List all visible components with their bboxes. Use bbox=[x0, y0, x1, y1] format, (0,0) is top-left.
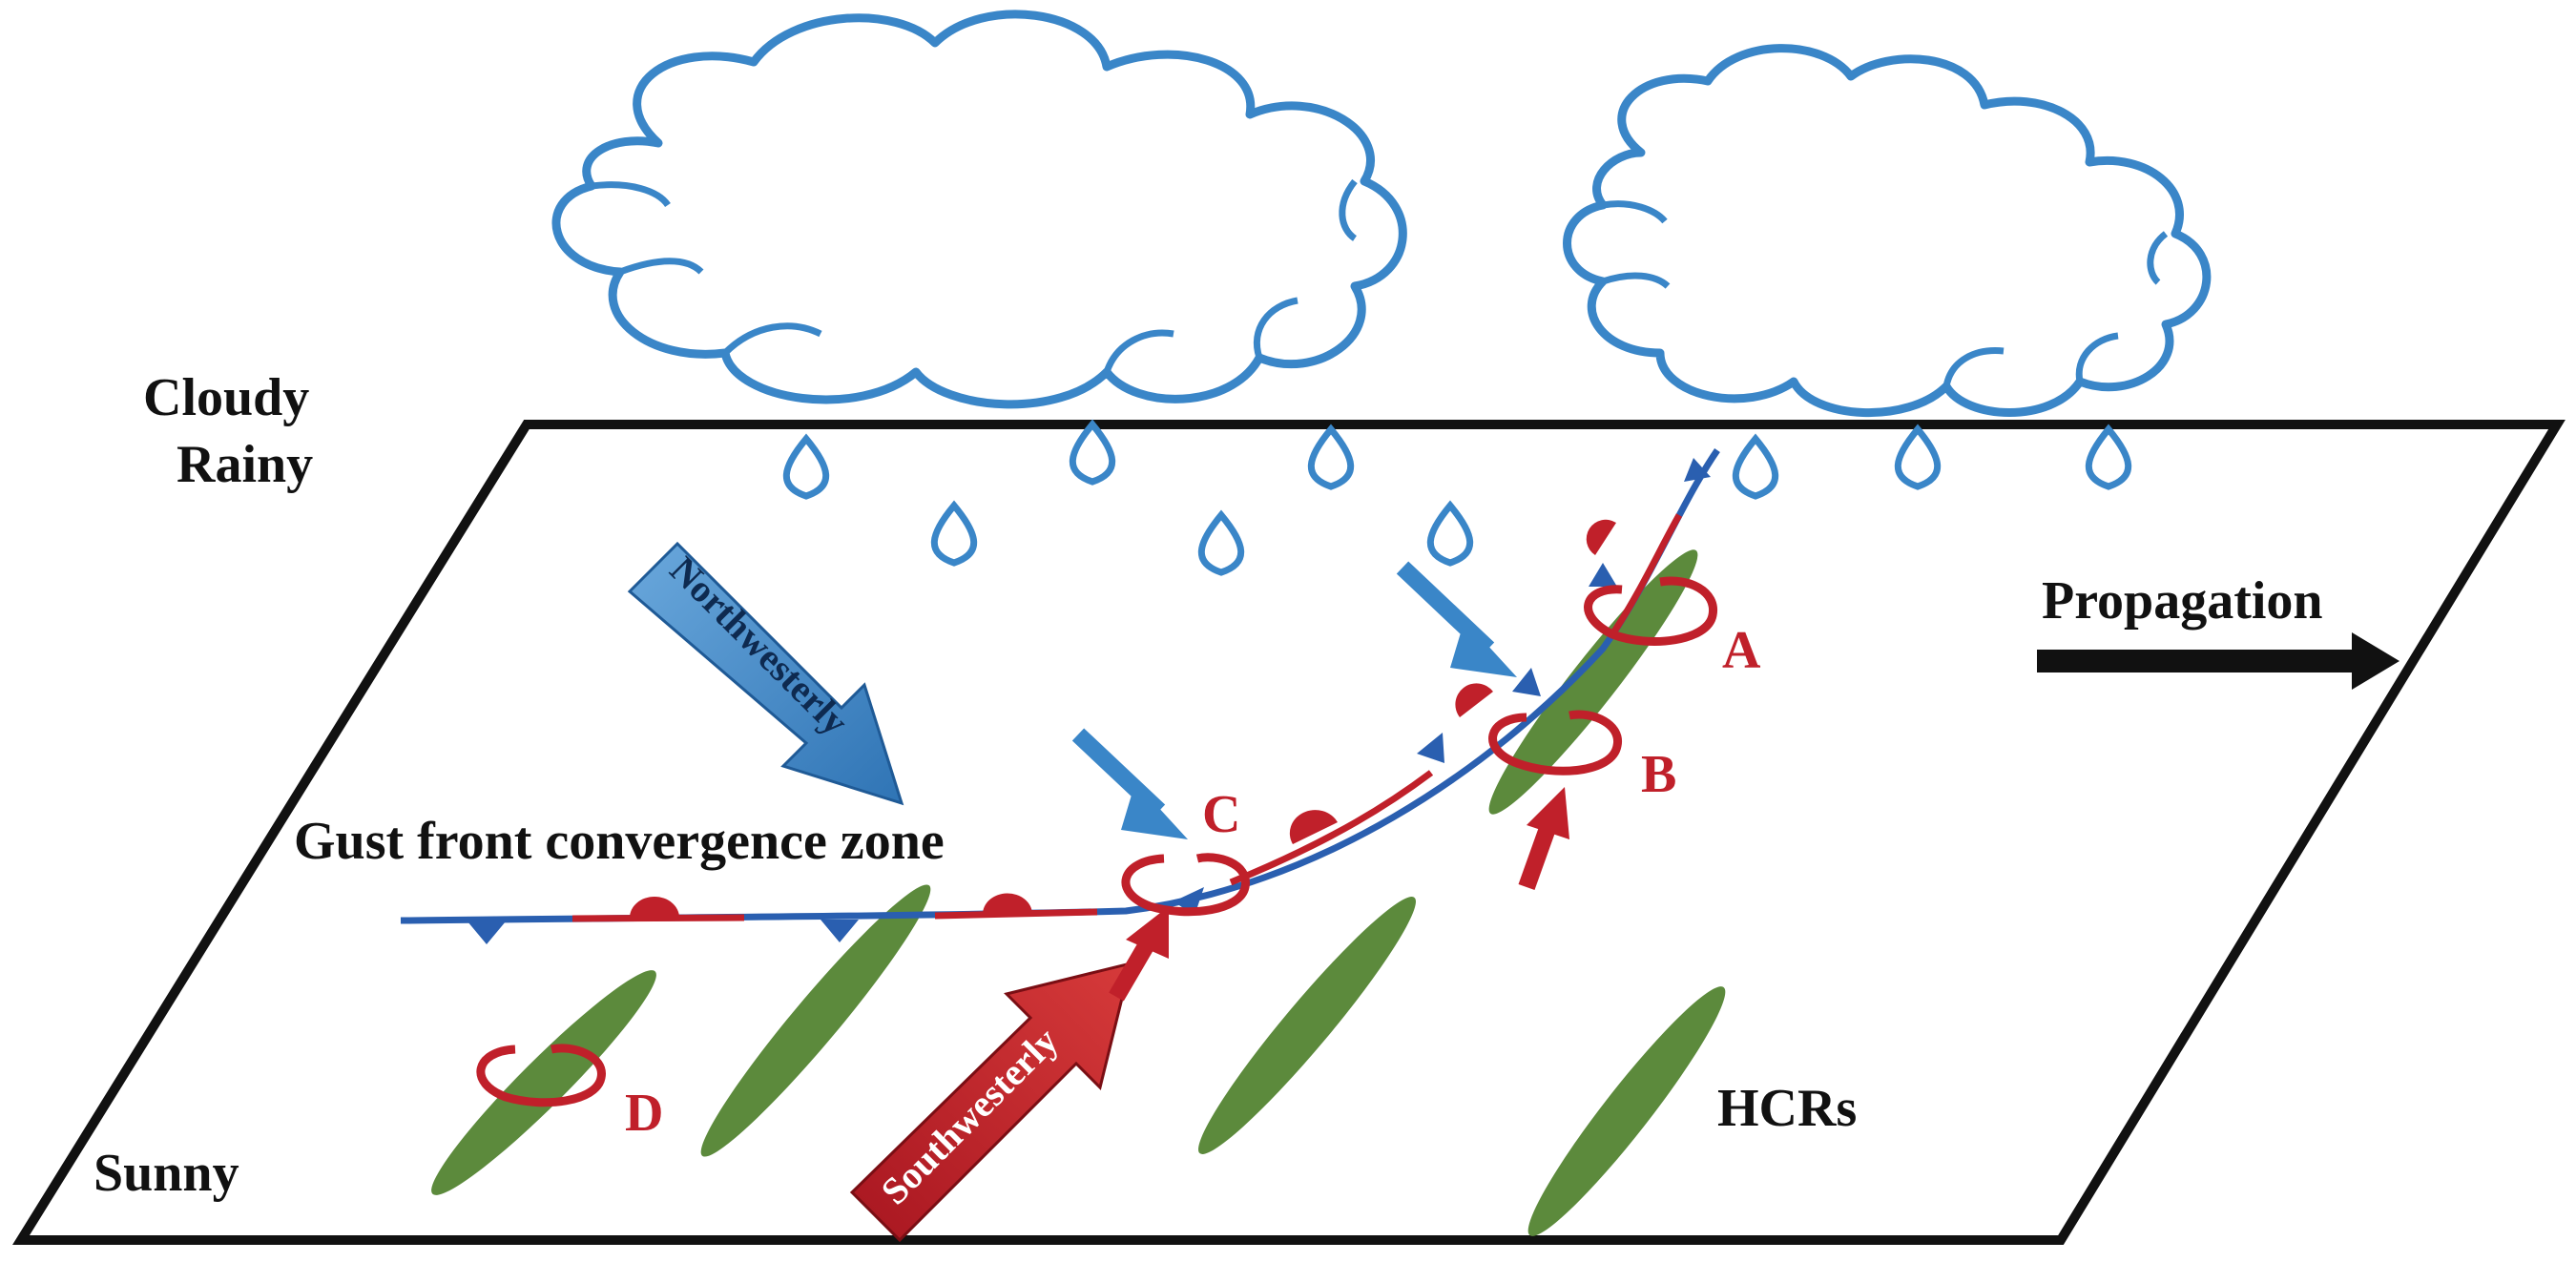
raindrop bbox=[1307, 424, 1355, 490]
hcr-roll bbox=[1488, 549, 1698, 815]
point-b-label: B bbox=[1641, 745, 1676, 804]
red-wind-arrows bbox=[1109, 787, 1569, 1002]
raindrop bbox=[1894, 424, 1942, 490]
raindrop bbox=[930, 500, 978, 567]
raindrop bbox=[782, 433, 830, 500]
raindrop bbox=[1732, 433, 1779, 500]
hcr-roll bbox=[1198, 897, 1416, 1154]
hcr-rolls bbox=[431, 549, 1726, 1236]
propagation-arrow bbox=[2037, 632, 2399, 690]
propagation-label: Propagation bbox=[2042, 571, 2323, 631]
raindrop bbox=[1197, 509, 1245, 576]
sunny-label: Sunny bbox=[93, 1144, 239, 1203]
cloud-left bbox=[551, 10, 1407, 409]
gust-front-label: Gust front convergence zone bbox=[294, 812, 945, 871]
ring-a bbox=[1584, 576, 1717, 646]
hcr-roll bbox=[431, 970, 656, 1195]
point-c-label: C bbox=[1202, 785, 1240, 844]
ring-d bbox=[476, 1044, 606, 1107]
blue-wind-arrows bbox=[1071, 561, 1517, 839]
hcr-roll bbox=[1527, 986, 1726, 1236]
raindrop bbox=[1069, 419, 1116, 486]
hcr-roll bbox=[700, 884, 931, 1157]
ring-c bbox=[1121, 853, 1250, 917]
point-a-label: A bbox=[1722, 621, 1761, 680]
raindrop bbox=[1426, 500, 1474, 567]
hcrs-label: HCRs bbox=[1717, 1079, 1857, 1138]
cloud-right bbox=[1563, 44, 2212, 418]
ground-plane bbox=[12, 420, 2566, 1245]
raindrop bbox=[2085, 424, 2132, 490]
ring-b bbox=[1488, 710, 1622, 776]
cloudy-label: Cloudy bbox=[143, 368, 309, 427]
point-d-label: D bbox=[625, 1084, 663, 1143]
rainy-label: Rainy bbox=[177, 435, 313, 494]
raindrops bbox=[782, 419, 2132, 576]
